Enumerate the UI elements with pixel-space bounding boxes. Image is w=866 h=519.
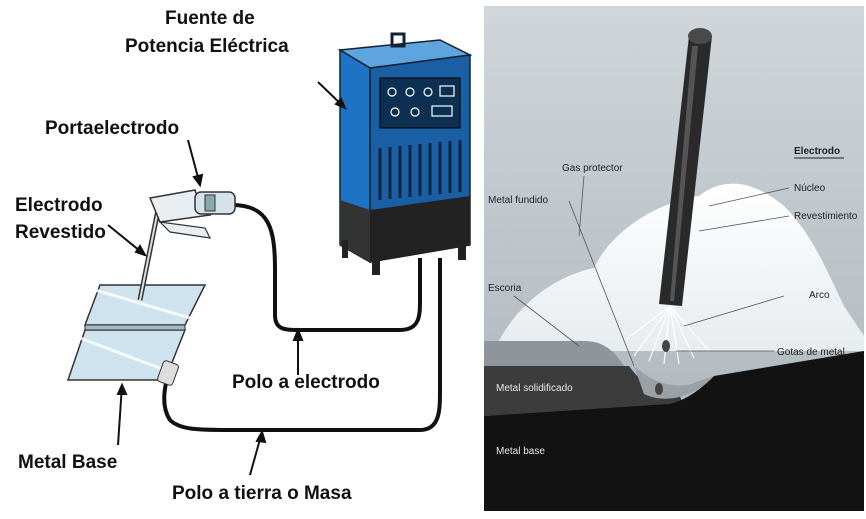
- leader-arrows: [107, 81, 347, 476]
- metal-drops: [655, 340, 670, 395]
- label-electrode-pole: Polo a electrodo: [232, 372, 380, 393]
- solidified-metal: [484, 366, 684, 416]
- label-shielding-gas: Gas protector: [562, 163, 623, 174]
- label-core: Núcleo: [794, 183, 826, 194]
- label-arc: Arco: [809, 290, 830, 301]
- label-electrode-holder: Portaelectrodo: [45, 118, 180, 139]
- molten-metal-pool: [634, 366, 714, 399]
- electrode: [659, 28, 712, 306]
- label-molten-metal: Metal fundido: [488, 195, 548, 206]
- label-coated-electrode-line1: Electrodo: [15, 195, 103, 216]
- electrode-holder: [148, 189, 236, 239]
- electrode-cable: [231, 203, 422, 332]
- label-base-metal-section: Metal base: [496, 446, 545, 457]
- power-source-machine: [337, 32, 473, 275]
- leader-lines: [513, 175, 790, 367]
- label-base-metal: Metal Base: [18, 452, 118, 473]
- base-metal-plates: [66, 284, 207, 381]
- label-coated-electrode-line2: Revestido: [15, 222, 106, 243]
- label-slag: Escoria: [488, 283, 522, 294]
- label-power-source-line1: Fuente de: [165, 8, 255, 29]
- ground-clamp: [157, 360, 179, 386]
- label-power-source-line2: Potencia Eléctrica: [125, 36, 289, 57]
- arc: [623, 305, 710, 365]
- welding-setup-illustration: [66, 32, 473, 476]
- label-metal-drops: Gotas de metal: [777, 347, 845, 358]
- base-metal: [484, 351, 864, 511]
- label-solidified-metal: Metal solidificado: [496, 383, 573, 394]
- arc-welding-cross-section: Electrodo Núcleo Revestimiento Arco Gota…: [484, 6, 864, 511]
- ground-cable: [162, 258, 442, 432]
- label-coating: Revestimiento: [794, 211, 858, 222]
- slag: [484, 341, 624, 366]
- welding-setup-diagram: Fuente de Potencia Eléctrica Portaelectr…: [15, 8, 473, 504]
- cross-section-illustration: Electrodo Núcleo Revestimiento Arco Gota…: [484, 6, 864, 511]
- label-electrode-heading: Electrodo: [794, 146, 840, 157]
- label-ground-pole: Polo a tierra o Masa: [172, 483, 352, 504]
